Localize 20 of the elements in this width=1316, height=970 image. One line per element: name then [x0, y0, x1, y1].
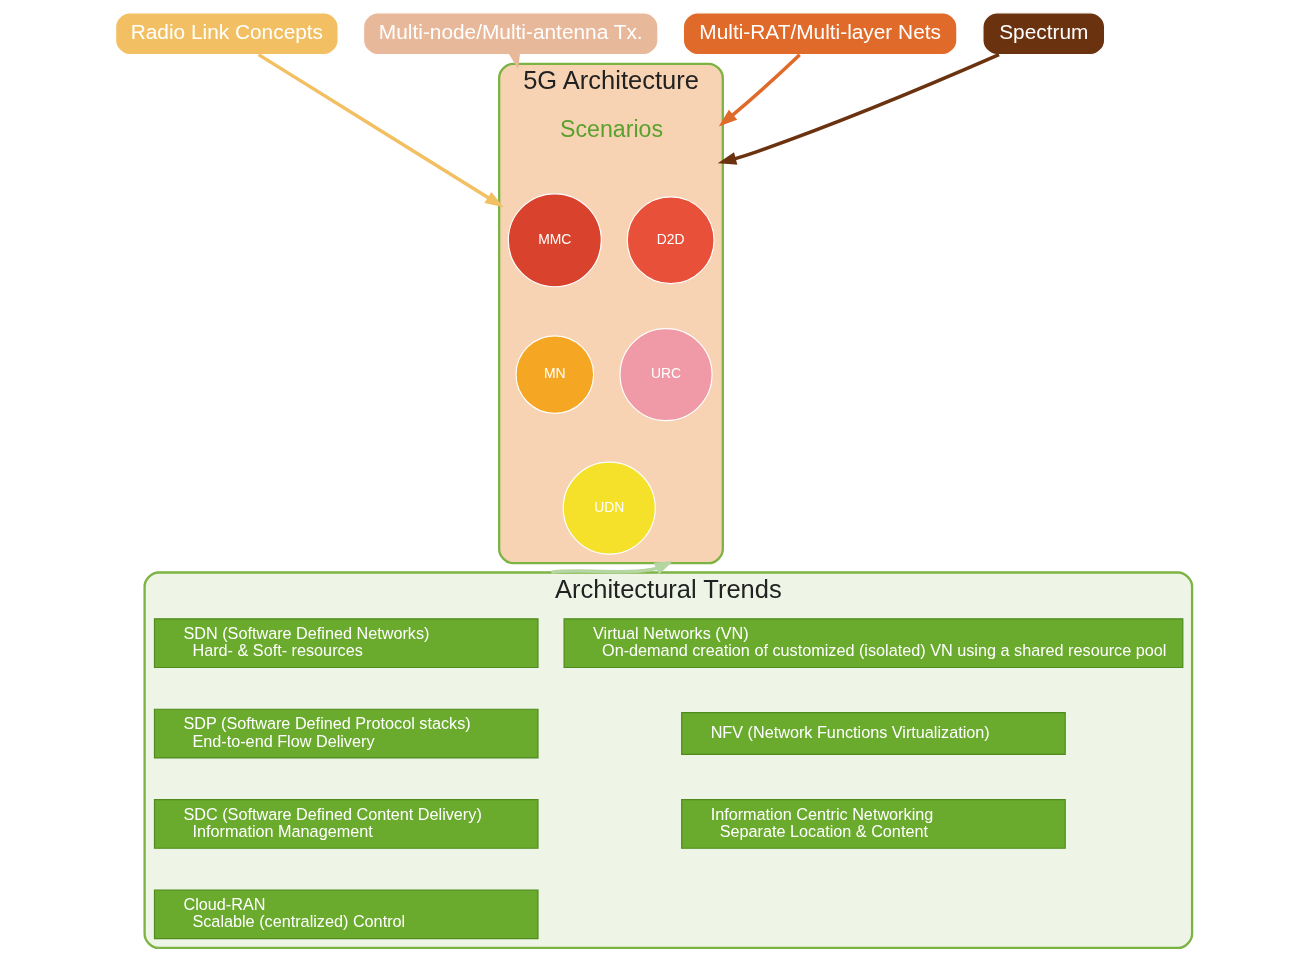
node-box: Information Centric Networking Separate Location & Content	[680, 799, 1066, 849]
node-circle: URC	[618, 328, 713, 422]
node-box: SDN (Software Defined Networks) Hard- & Soft- resources	[153, 618, 539, 669]
node-box: SDC (Software Defined Content Delivery) Information Management	[153, 799, 539, 849]
arrow	[550, 561, 673, 575]
node-circle: MMC	[507, 193, 602, 288]
node-box: Spectrum	[981, 12, 1105, 56]
node-circle: D2D	[626, 196, 715, 285]
arrow	[257, 53, 504, 208]
label: Scenarios	[559, 115, 663, 142]
node-box: NFV (Network Functions Virtualization)	[680, 712, 1066, 755]
node-box: SDP (Software Defined Protocol stacks) End-to-end Flow Delivery	[153, 708, 539, 759]
node-box: Radio Link Concepts	[114, 12, 339, 56]
node-circle: MN	[514, 335, 594, 414]
node-box: Cloud-RAN Scalable (centralized) Control	[153, 889, 539, 940]
arrow	[717, 53, 1000, 165]
node-box: Virtual Networks (VN) On-demand creation of customized (isolated) VN using a shared resource pool	[562, 618, 1183, 669]
arrow	[718, 53, 801, 127]
node-box: Multi-RAT/Multi-layer Nets	[682, 12, 957, 56]
node-circle: UDN	[562, 461, 656, 555]
